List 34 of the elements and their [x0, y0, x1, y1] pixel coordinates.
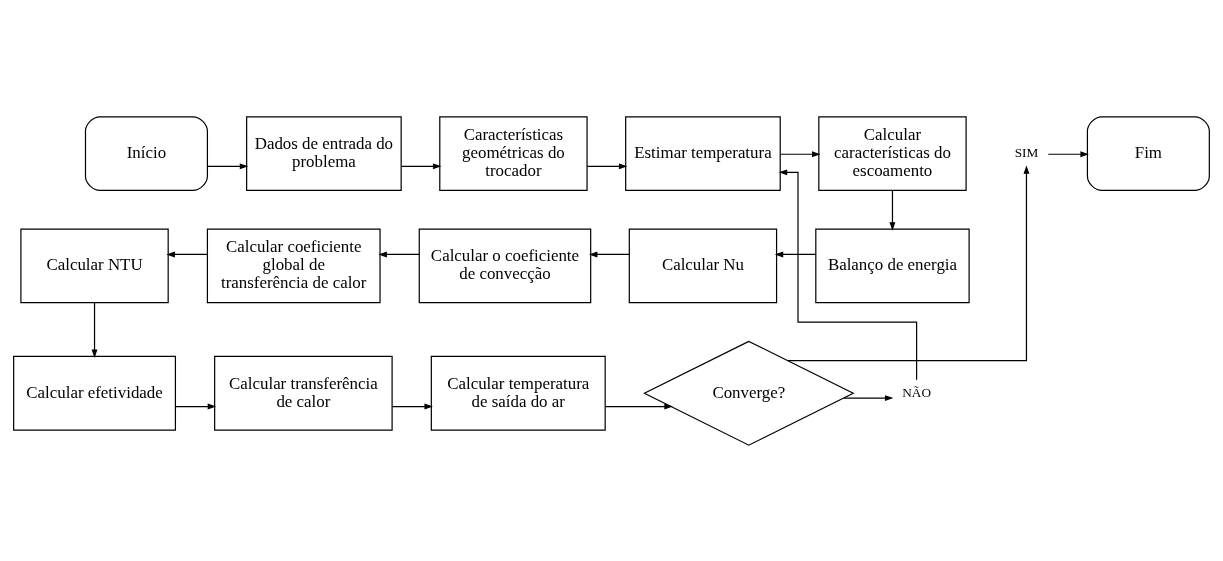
- arrow: [774, 250, 816, 257]
- node-box: Dados de entrada do problema: [246, 115, 402, 191]
- node-box: Calcular temperatura de saída do ar: [430, 355, 606, 431]
- arrow: [787, 164, 1030, 361]
- node-diamond: Converge?: [643, 340, 855, 446]
- node-text: SIM: [1014, 144, 1039, 160]
- arrow: [586, 162, 628, 169]
- node-box: Fim: [1086, 115, 1210, 191]
- arrow: [378, 250, 420, 257]
- arrow: [843, 394, 894, 401]
- node-text: NÃO: [902, 384, 931, 400]
- arrow: [889, 189, 896, 231]
- node-box: Balanço de energia: [815, 228, 970, 303]
- arrow: [588, 250, 630, 257]
- arrow: [1047, 150, 1089, 157]
- arrow: [391, 403, 433, 409]
- node-box: Calcular características do escoamento: [818, 115, 967, 191]
- node-box: Calcular Nu: [628, 228, 778, 303]
- node-box: Calcular coeficiente global de transferência de calor: [206, 228, 381, 303]
- arrow: [166, 250, 208, 257]
- arrow: [400, 162, 442, 169]
- arrow: [779, 150, 821, 157]
- arrow: [604, 403, 673, 409]
- arrow: [91, 301, 98, 358]
- node-box: Calcular efetividade: [13, 355, 177, 431]
- node-box: Calcular NTU: [20, 228, 169, 303]
- node-box: Estimar temperatura: [625, 115, 781, 191]
- node-box: Início: [84, 115, 208, 191]
- arrow: [175, 403, 217, 409]
- arrow: [206, 162, 249, 169]
- arrow: [778, 168, 918, 380]
- node-box: Calcular transferência de calor: [214, 355, 393, 431]
- node-box: Calcular o coeficiente de convecção: [418, 228, 592, 303]
- node-box: Características geométricas do trocador: [439, 115, 588, 191]
